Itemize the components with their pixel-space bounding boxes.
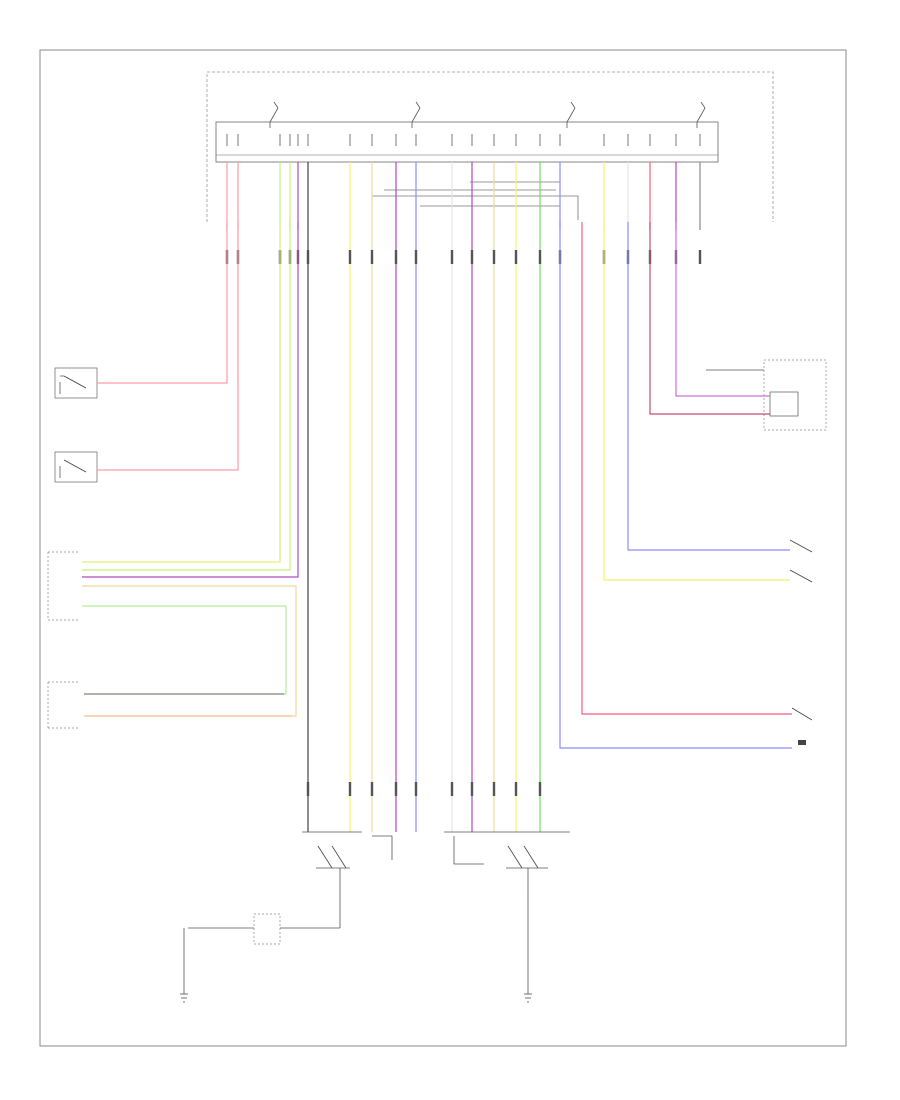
luggage-switch [603, 222, 813, 583]
wire-code-mark-left-10 [414, 250, 418, 264]
wire-violet-lock [675, 222, 770, 397]
back-door-switch [559, 222, 813, 749]
right-door-courtesy-switch [54, 222, 239, 483]
wire-code-mark-right-2 [470, 250, 474, 264]
wire-code-mark-left-bottom-10 [414, 782, 418, 796]
wire-yellow-luggage [603, 222, 790, 581]
diagram-frame [39, 49, 847, 1047]
wire-code-mark-right-11 [698, 250, 702, 264]
module-housing-dashed [206, 71, 774, 222]
module-connector-bar [215, 121, 719, 163]
wire-ygreen-combo-2 [82, 222, 291, 571]
wire-code-mark-right-bottom-4 [514, 782, 518, 796]
wire-code-mark-right-1 [450, 250, 454, 264]
wire-code-mark-right-bottom-5 [538, 782, 542, 796]
wire-red-right-courtesy [97, 222, 239, 471]
engine-control-module [47, 681, 292, 729]
wire-blue-backdoor [559, 222, 792, 749]
wire-violet-combo [82, 222, 299, 578]
wire-code-mark-right-bottom-1 [450, 782, 454, 796]
wire-blue-luggage [627, 222, 790, 551]
right-junction-connector [524, 900, 532, 1003]
wire-code-mark-left-bottom-6 [306, 782, 310, 796]
wire-ltgreen-combo [82, 605, 287, 695]
wire-code-mark-right-4 [514, 250, 518, 264]
left-junction-connector [180, 900, 341, 1003]
wire-pink-backdoor [581, 222, 792, 715]
wire-ygreen-combo-1 [82, 222, 281, 563]
wire-code-mark-right-bottom-3 [492, 782, 496, 796]
wire-code-mark-left-6 [306, 250, 310, 264]
wire-code-mark-left-8 [370, 250, 374, 264]
left-door-courtesy-switch [54, 222, 228, 399]
power-door-lock-motor [649, 222, 827, 431]
wire-code-mark-right-3 [492, 250, 496, 264]
wire-code-mark-left-bottom-7 [348, 782, 352, 796]
wire-code-mark-left-bottom-8 [370, 782, 374, 796]
wire-red-left-courtesy [97, 222, 228, 384]
combination-switch [47, 222, 299, 717]
wire-code-mark-left-bottom-9 [394, 782, 398, 796]
right-mirror-lock-assembly [444, 831, 570, 900]
module-pin-wires [225, 134, 702, 832]
module-relays [269, 101, 706, 128]
left-mirror-lock-assembly [302, 831, 393, 900]
wire-code-mark-right-bottom-2 [470, 782, 474, 796]
internal-bus [371, 181, 579, 252]
wire-pink-lock [649, 222, 770, 415]
wire-code-mark-left-7 [348, 250, 352, 264]
wire-code-mark-left-9 [394, 250, 398, 264]
wire-code-mark-right-5 [538, 250, 542, 264]
